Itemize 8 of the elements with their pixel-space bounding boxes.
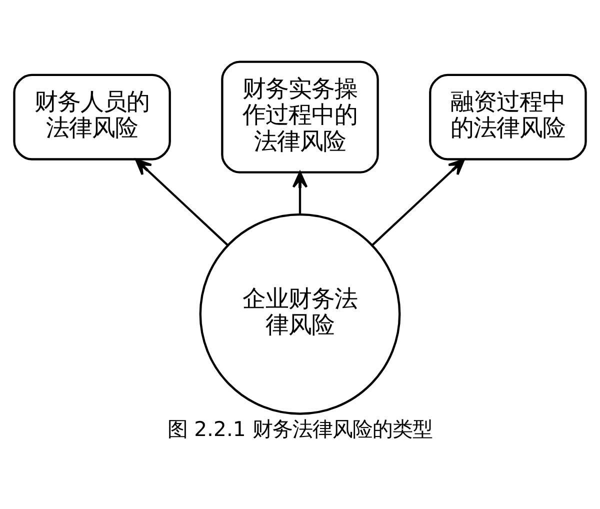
node-circle: 企业财务法律风险 (199, 213, 401, 415)
arrow (371, 158, 465, 246)
arrow (135, 158, 229, 246)
arrow (292, 171, 308, 214)
caption: 图 2.2.1 财务法律风险的类型 (168, 416, 432, 441)
node-box: 融资过程中的法律风险 (429, 74, 587, 160)
node-box: 财务实务操作过程中的法律风险 (221, 60, 379, 174)
node-box: 财务人员的法律风险 (13, 74, 171, 160)
